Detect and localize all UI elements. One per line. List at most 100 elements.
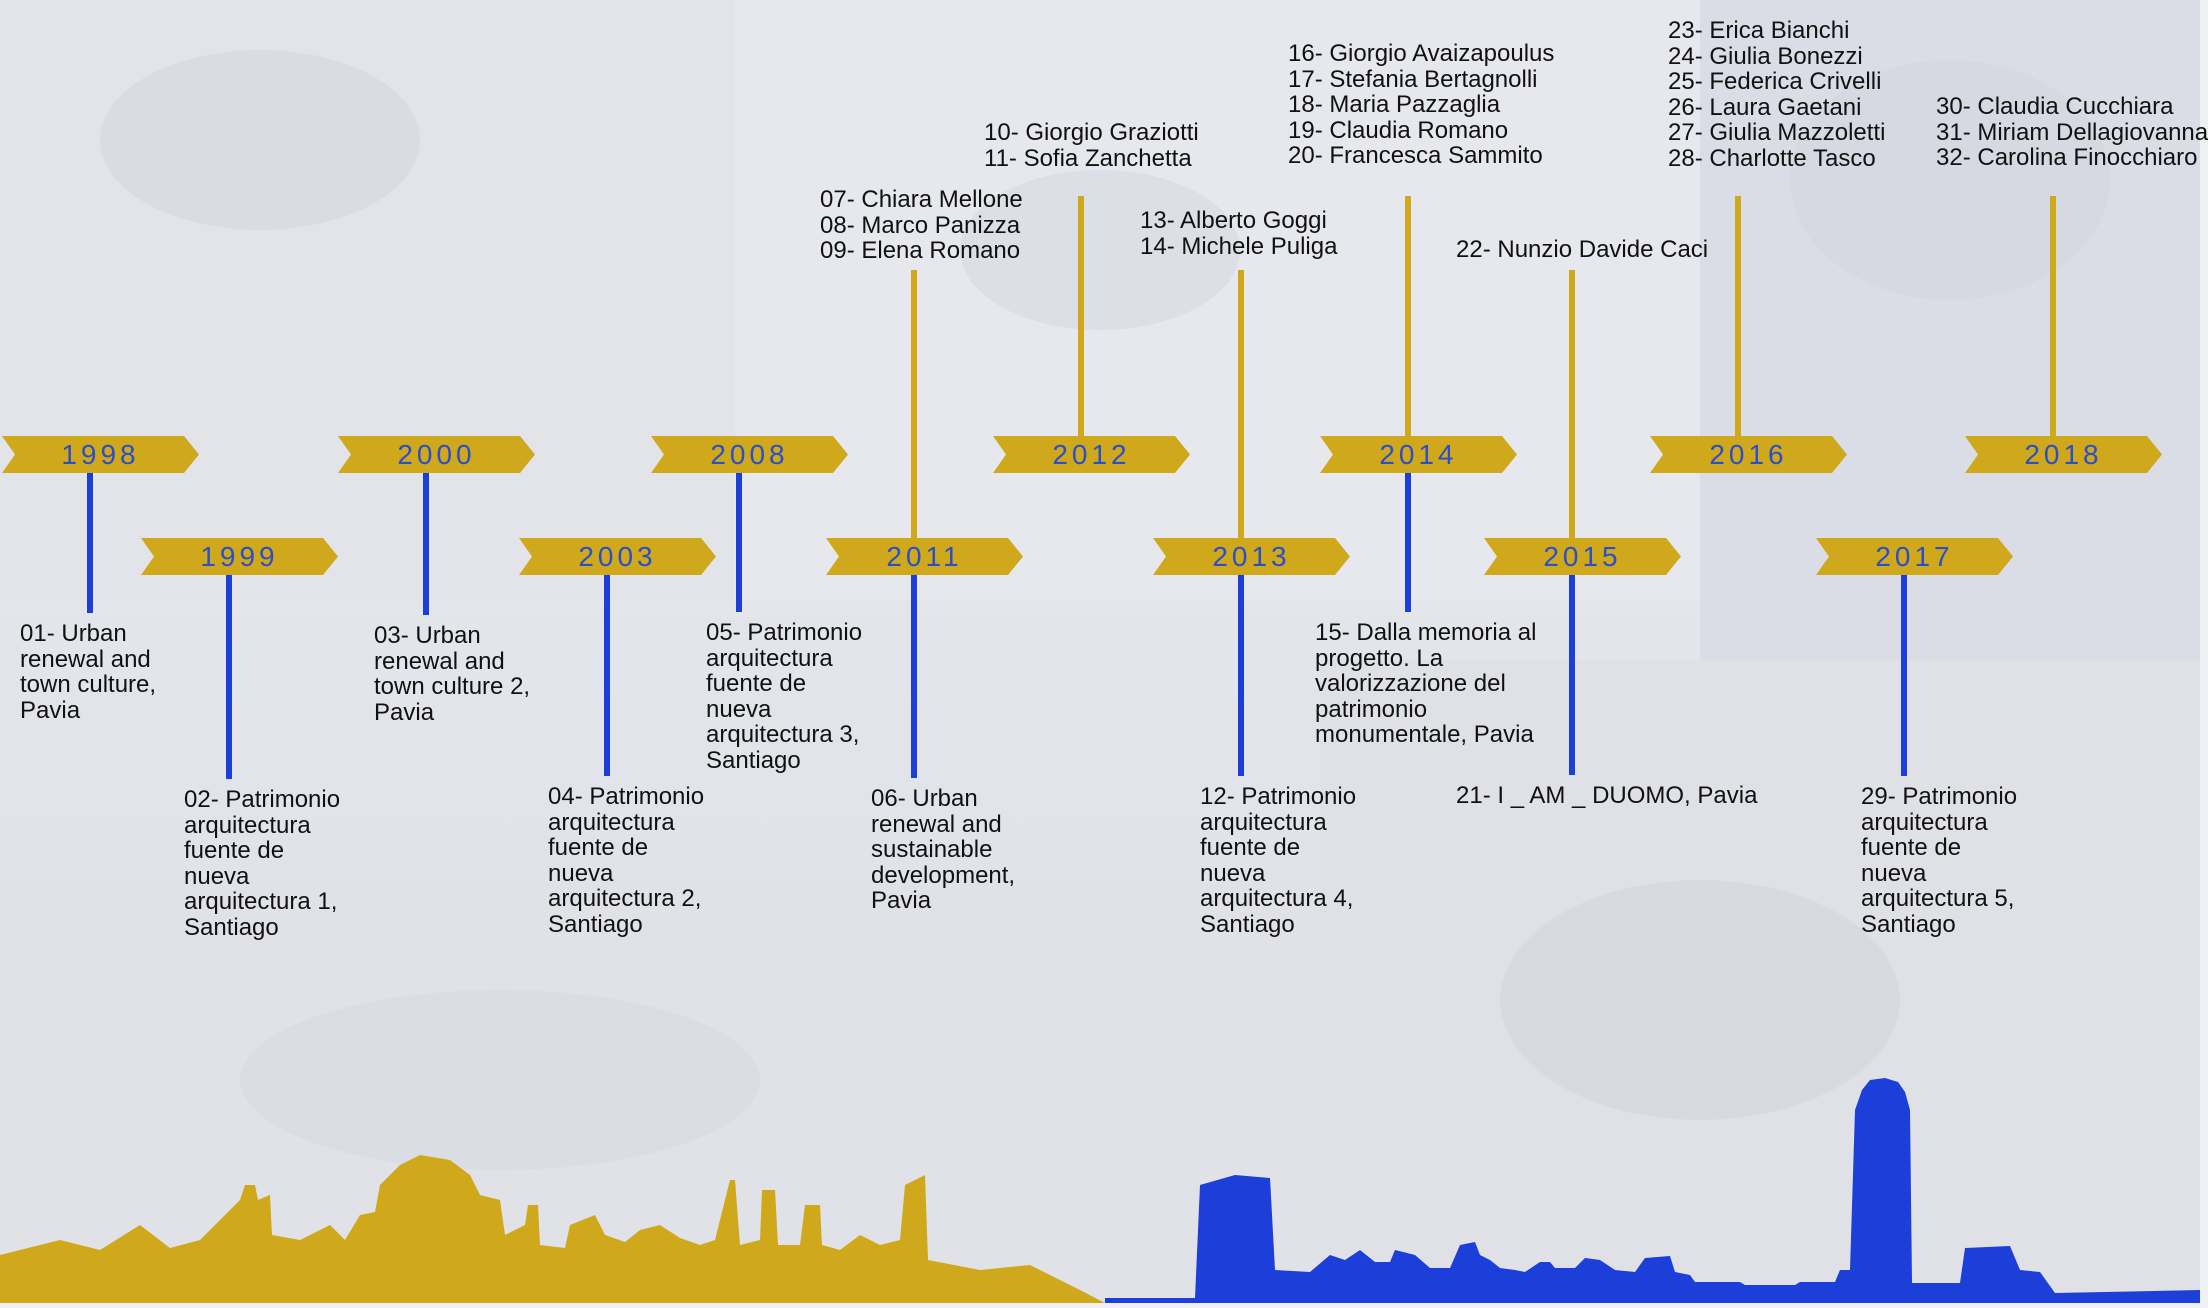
names-connector-2013	[1238, 270, 1244, 538]
year-tag-2016: 2016	[1650, 436, 1847, 473]
event-label-line: fuente de	[706, 670, 807, 697]
participant-name: 20- Francesca Sammito	[1288, 142, 1543, 169]
year-label: 1999	[200, 541, 279, 572]
event-label-line: fuente de	[1200, 834, 1301, 861]
year-label: 2011	[886, 541, 963, 572]
participant-name: 18- Maria Pazzaglia	[1288, 91, 1501, 118]
event-label-line: renewal and	[871, 810, 1002, 838]
event-label-line: Santiago	[1200, 910, 1295, 938]
participant-name: 09- Elena Romano	[820, 237, 1021, 264]
year-label: 2014	[1379, 439, 1458, 470]
year-tag-2003: 2003	[519, 538, 716, 575]
participant-name: 25- Federica Crivelli	[1668, 68, 1882, 95]
event-label-line: 02- Patrimonio	[184, 786, 341, 813]
participant-name: 28- Charlotte Tasco	[1668, 144, 1876, 172]
participant-name: 27- Giulia Mazzoletti	[1668, 119, 1886, 146]
year-label: 2016	[1709, 439, 1788, 470]
participant-name: 30- Claudia Cucchiara	[1936, 93, 2174, 120]
participant-name: 14- Michele Puliga	[1140, 232, 1338, 260]
connector-line-2003	[604, 575, 610, 776]
connector-line-2015	[1569, 575, 1575, 775]
event-label-line: fuente de	[184, 837, 285, 864]
year-label: 2003	[578, 541, 657, 572]
participants-2015: 22- Nunzio Davide Caci	[1456, 237, 1708, 263]
event-label-line: arquitectura 5,	[1861, 885, 2015, 912]
year-label: 2018	[2024, 439, 2103, 470]
event-label-line: patrimonio	[1315, 695, 1428, 723]
names-connector-2011	[911, 270, 917, 538]
names-connector-2016	[1735, 196, 1741, 436]
event-label-line: Santiago	[706, 746, 801, 774]
event-label-line: 03- Urban	[374, 622, 481, 649]
year-label: 1998	[61, 439, 140, 470]
participant-name: 26- Laura Gaetani	[1668, 93, 1862, 121]
event-label-line: Santiago	[548, 910, 643, 938]
names-connector-2018	[2050, 196, 2056, 436]
connector-line-1999	[226, 575, 232, 779]
event-label-line: arquitectura	[548, 808, 675, 836]
event-label-line: arquitectura 2,	[548, 885, 702, 912]
connector-line-2013	[1238, 575, 1244, 776]
year-tag-1999: 1999	[141, 538, 338, 575]
event-label-line: Pavia	[871, 887, 932, 914]
year-label: 2012	[1052, 439, 1131, 470]
event-label-line: 21- I _ AM _ DUOMO, Pavia	[1456, 782, 1758, 809]
event-label-line: Santiago	[184, 913, 279, 941]
event-label-line: arquitectura 1,	[184, 888, 338, 915]
participant-name: 22- Nunzio Davide Caci	[1456, 236, 1709, 263]
participant-name: 19- Claudia Romano	[1288, 116, 1509, 144]
event-label-line: arquitectura	[1200, 808, 1327, 836]
participant-name: 31- Miriam Dellagiovanna	[1936, 118, 2208, 146]
pavia-skyline	[0, 1155, 1105, 1303]
year-tag-2014: 2014	[1320, 436, 1517, 473]
event-label-line: 06- Urban	[871, 785, 978, 812]
event-label-line: town culture 2,	[374, 673, 531, 700]
participant-name: 13- Alberto Goggi	[1140, 207, 1327, 234]
santiago-skyline	[1105, 1078, 2200, 1303]
event-label-line: progetto. La	[1315, 644, 1444, 672]
event-label-line: fuente de	[1861, 834, 1962, 861]
event-label-2015: 21- I _ AM _ DUOMO, Pavia	[1456, 783, 1757, 809]
connector-line-2011	[911, 575, 917, 778]
names-connector-2012	[1078, 196, 1084, 436]
year-tag-1998: 1998	[2, 436, 199, 473]
event-label-line: monumentale, Pavia	[1315, 721, 1534, 748]
connector-line-2000	[423, 473, 429, 615]
names-connector-2015	[1569, 270, 1575, 538]
event-label-line: nueva	[706, 695, 772, 723]
year-tag-2013: 2013	[1153, 538, 1350, 575]
event-label-line: sustainable	[871, 836, 993, 863]
event-label-line: nueva	[548, 859, 614, 887]
event-label-line: arquitectura 3,	[706, 721, 860, 748]
participant-name: 17- Stefania Bertagnolli	[1288, 65, 1538, 93]
year-tag-2017: 2017	[1816, 538, 2013, 575]
connector-line-2014	[1405, 473, 1411, 612]
year-tag-2008: 2008	[651, 436, 848, 473]
participant-name: 10- Giorgio Graziotti	[984, 119, 1199, 146]
event-label-line: arquitectura 4,	[1200, 885, 1354, 912]
event-label-line: 12- Patrimonio	[1200, 783, 1357, 810]
event-label-line: nueva	[1200, 859, 1266, 887]
event-label-line: 01- Urban	[20, 620, 127, 647]
event-label-line: nueva	[1861, 859, 1927, 887]
event-label-line: Santiago	[1861, 910, 1956, 938]
year-tag-2000: 2000	[338, 436, 535, 473]
event-label-line: development,	[871, 861, 1016, 889]
participant-name: 11- Sofia Zanchetta	[984, 144, 1192, 172]
event-label-line: 15- Dalla memoria al	[1315, 619, 1537, 646]
year-label: 2013	[1212, 541, 1291, 572]
event-label-line: nueva	[184, 862, 250, 890]
